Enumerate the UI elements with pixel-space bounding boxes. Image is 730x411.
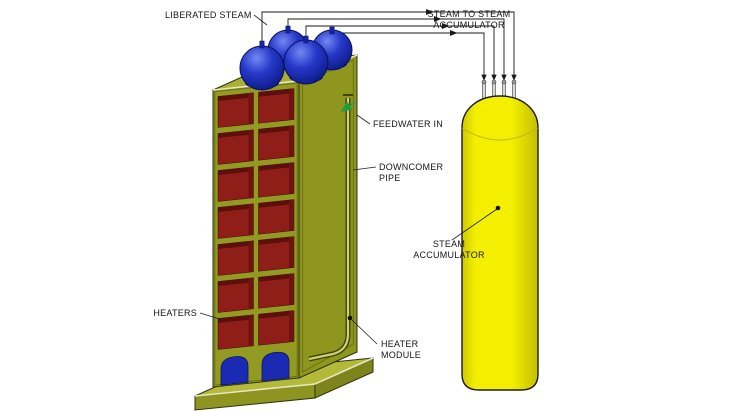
water-arches xyxy=(220,351,290,386)
flow-arrow-icon xyxy=(442,23,450,29)
steam-domes xyxy=(239,25,353,91)
base-rim xyxy=(194,357,374,397)
heater-module xyxy=(212,54,358,388)
steam-pipe-line xyxy=(305,25,497,81)
label-steam-accumulator-line1: STEAM xyxy=(433,239,465,249)
flow-arrow-icon xyxy=(426,9,434,15)
heater-bar xyxy=(258,125,295,161)
steam-pipe-line xyxy=(332,32,487,81)
water-arch xyxy=(261,351,290,382)
heater-bar xyxy=(258,310,295,346)
heater-bar xyxy=(258,199,295,235)
label-downcomer-pipe-line2: PIPE xyxy=(379,173,401,183)
heater-bar xyxy=(217,129,254,165)
label-steam-to-accumulator-line2: ACCUMULATOR xyxy=(433,20,505,30)
steam-dome xyxy=(283,39,329,85)
accumulator-head-seam xyxy=(461,127,539,141)
dome-nozzle xyxy=(285,25,291,34)
dome-nozzle xyxy=(329,26,335,35)
heater-bar xyxy=(217,277,254,313)
accumulator-vessel xyxy=(461,95,539,391)
dome-nozzle xyxy=(259,40,265,49)
leader-feedwater-in xyxy=(356,114,371,125)
water-arch xyxy=(220,356,249,386)
heater-bar xyxy=(258,88,295,124)
labels: LIBERATED STEAM STEAM TO STEAM ACCUMULAT… xyxy=(153,9,510,360)
heater-bar xyxy=(217,314,254,350)
steam-pipe-line xyxy=(287,18,507,81)
label-heater-module-line2: MODULE xyxy=(381,350,421,360)
label-liberated-steam: LIBERATED STEAM xyxy=(165,10,252,20)
label-steam-accumulator-line2: ACCUMULATOR xyxy=(413,250,485,260)
leader-steam-accumulator xyxy=(451,208,498,241)
steam-lines xyxy=(261,9,517,81)
heater-bars xyxy=(217,88,295,350)
heater-bar xyxy=(217,203,254,239)
nozzle-cap xyxy=(501,79,507,85)
label-heater-module-line1: HEATER xyxy=(381,339,419,349)
label-steam-to-accumulator-line1: STEAM TO STEAM xyxy=(428,9,511,19)
callout-dot-accumulator xyxy=(495,205,501,211)
module-right-face xyxy=(298,54,358,379)
nozzle-cap xyxy=(491,79,497,85)
heater-bar xyxy=(217,240,254,276)
leader-heater-module xyxy=(351,319,378,345)
leader-downcomer-pipe xyxy=(352,166,377,171)
steam-accumulator xyxy=(461,79,539,391)
heater-bar xyxy=(258,273,295,309)
label-feedwater-in: FEEDWATER IN xyxy=(373,119,443,129)
leader-liberated-steam xyxy=(253,14,268,26)
callout-dot-heater-module xyxy=(347,315,353,321)
nozzle-cap xyxy=(481,79,487,85)
flow-arrow-icon xyxy=(434,16,442,22)
leader-heaters xyxy=(199,312,224,321)
heater-bar xyxy=(217,166,254,202)
flow-arrow-icon xyxy=(450,30,458,36)
module-front-face xyxy=(212,80,300,388)
heater-bar xyxy=(258,162,295,198)
label-heaters: HEATERS xyxy=(153,308,197,318)
heater-bar xyxy=(258,236,295,272)
nozzle-cap xyxy=(511,79,517,85)
accumulator-nozzles xyxy=(481,79,517,102)
steam-pipe-line xyxy=(261,11,517,81)
downcomer-pipe-highlight xyxy=(308,98,350,361)
feedwater-arrow-icon xyxy=(340,101,356,112)
heater-bar xyxy=(217,92,254,128)
steam-dome xyxy=(239,45,285,91)
dome-nozzle xyxy=(303,35,309,44)
label-downcomer-pipe-line1: DOWNCOMER xyxy=(379,162,443,172)
